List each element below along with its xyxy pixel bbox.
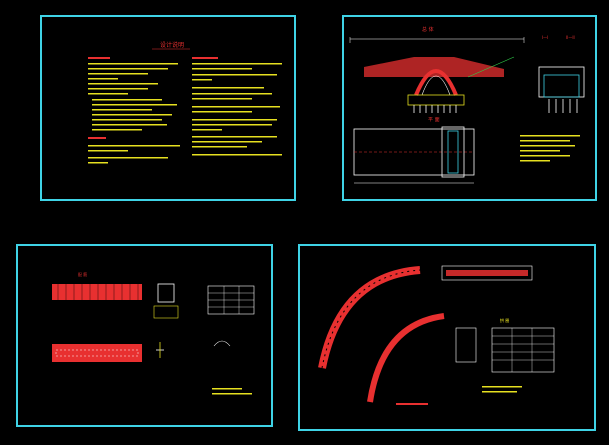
arch-section bbox=[455, 327, 477, 363]
embankment-fill bbox=[364, 57, 504, 77]
notes-drawing: 设计说明 bbox=[88, 41, 282, 164]
beam-elevation-2 bbox=[52, 344, 142, 362]
foundation-piles bbox=[413, 105, 457, 113]
rebar-title: 配 筋 bbox=[78, 271, 87, 277]
layout-plan-title: 平 面 bbox=[428, 117, 440, 123]
layout-drawing: 总 体 I—I II—II bbox=[349, 26, 585, 184]
notes-left-column bbox=[88, 57, 180, 164]
sheet-general-layout[interactable]: 总 体 I—I II—II bbox=[342, 15, 597, 201]
arch-table bbox=[491, 327, 555, 373]
arch-drawing: 拱 圈 bbox=[318, 265, 555, 405]
beam-elevation-1 bbox=[52, 284, 142, 300]
reinforcement-drawing: 配 筋 bbox=[52, 271, 255, 395]
arch-ring bbox=[414, 69, 458, 96]
arch-title: 拱 圈 bbox=[500, 317, 509, 323]
sheet-arch-ring[interactable]: 拱 圈 bbox=[298, 244, 596, 431]
arch-ring-large bbox=[318, 266, 421, 369]
layout-elevation-title: 总 体 bbox=[422, 26, 434, 33]
svg-text:I—I: I—I bbox=[542, 35, 548, 40]
arch-ring-small bbox=[367, 313, 445, 403]
notes-title: 设计说明 bbox=[160, 41, 184, 49]
sheet-reinforcement[interactable]: 配 筋 bbox=[16, 244, 273, 427]
sheet-design-notes[interactable]: 设计说明 bbox=[40, 15, 296, 201]
svg-text:II—II: II—II bbox=[566, 35, 575, 40]
notes-right-column bbox=[192, 57, 282, 156]
section-detail bbox=[157, 283, 175, 303]
